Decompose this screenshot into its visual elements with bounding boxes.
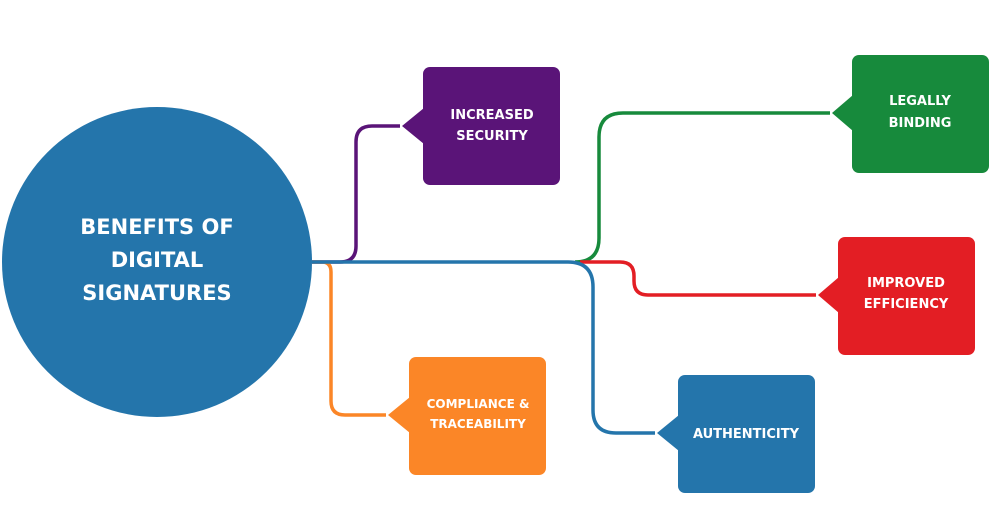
node-label: SECURITY (456, 129, 528, 144)
center-title-line1: BENEFITS OF (80, 215, 233, 239)
node-label: IMPROVED (867, 276, 945, 291)
node-label: INCREASED (450, 108, 533, 123)
connector-efficiency (580, 260, 816, 297)
center-title-line2: DIGITAL (111, 248, 204, 272)
node-improved-efficiency: IMPROVED EFFICIENCY (818, 237, 975, 355)
connector-authenticity (312, 260, 655, 435)
connector-legal (574, 111, 830, 264)
node-label: LEGALLY (889, 94, 951, 109)
node-label: BINDING (889, 116, 952, 131)
node-label: COMPLIANCE & (427, 397, 530, 411)
center-node (2, 107, 312, 417)
node-legally-binding: LEGALLY BINDING (832, 55, 989, 173)
node-authenticity: AUTHENTICITY (657, 375, 815, 493)
center-title-line3: SIGNATURES (82, 281, 231, 305)
node-compliance-traceability: COMPLIANCE & TRACEABILITY (388, 357, 546, 475)
connector-security (312, 124, 400, 264)
node-label: EFFICIENCY (864, 297, 949, 312)
connector-compliance (312, 260, 386, 417)
node-label: TRACEABILITY (430, 417, 526, 431)
node-increased-security: INCREASED SECURITY (402, 67, 560, 185)
node-label: AUTHENTICITY (693, 427, 800, 442)
